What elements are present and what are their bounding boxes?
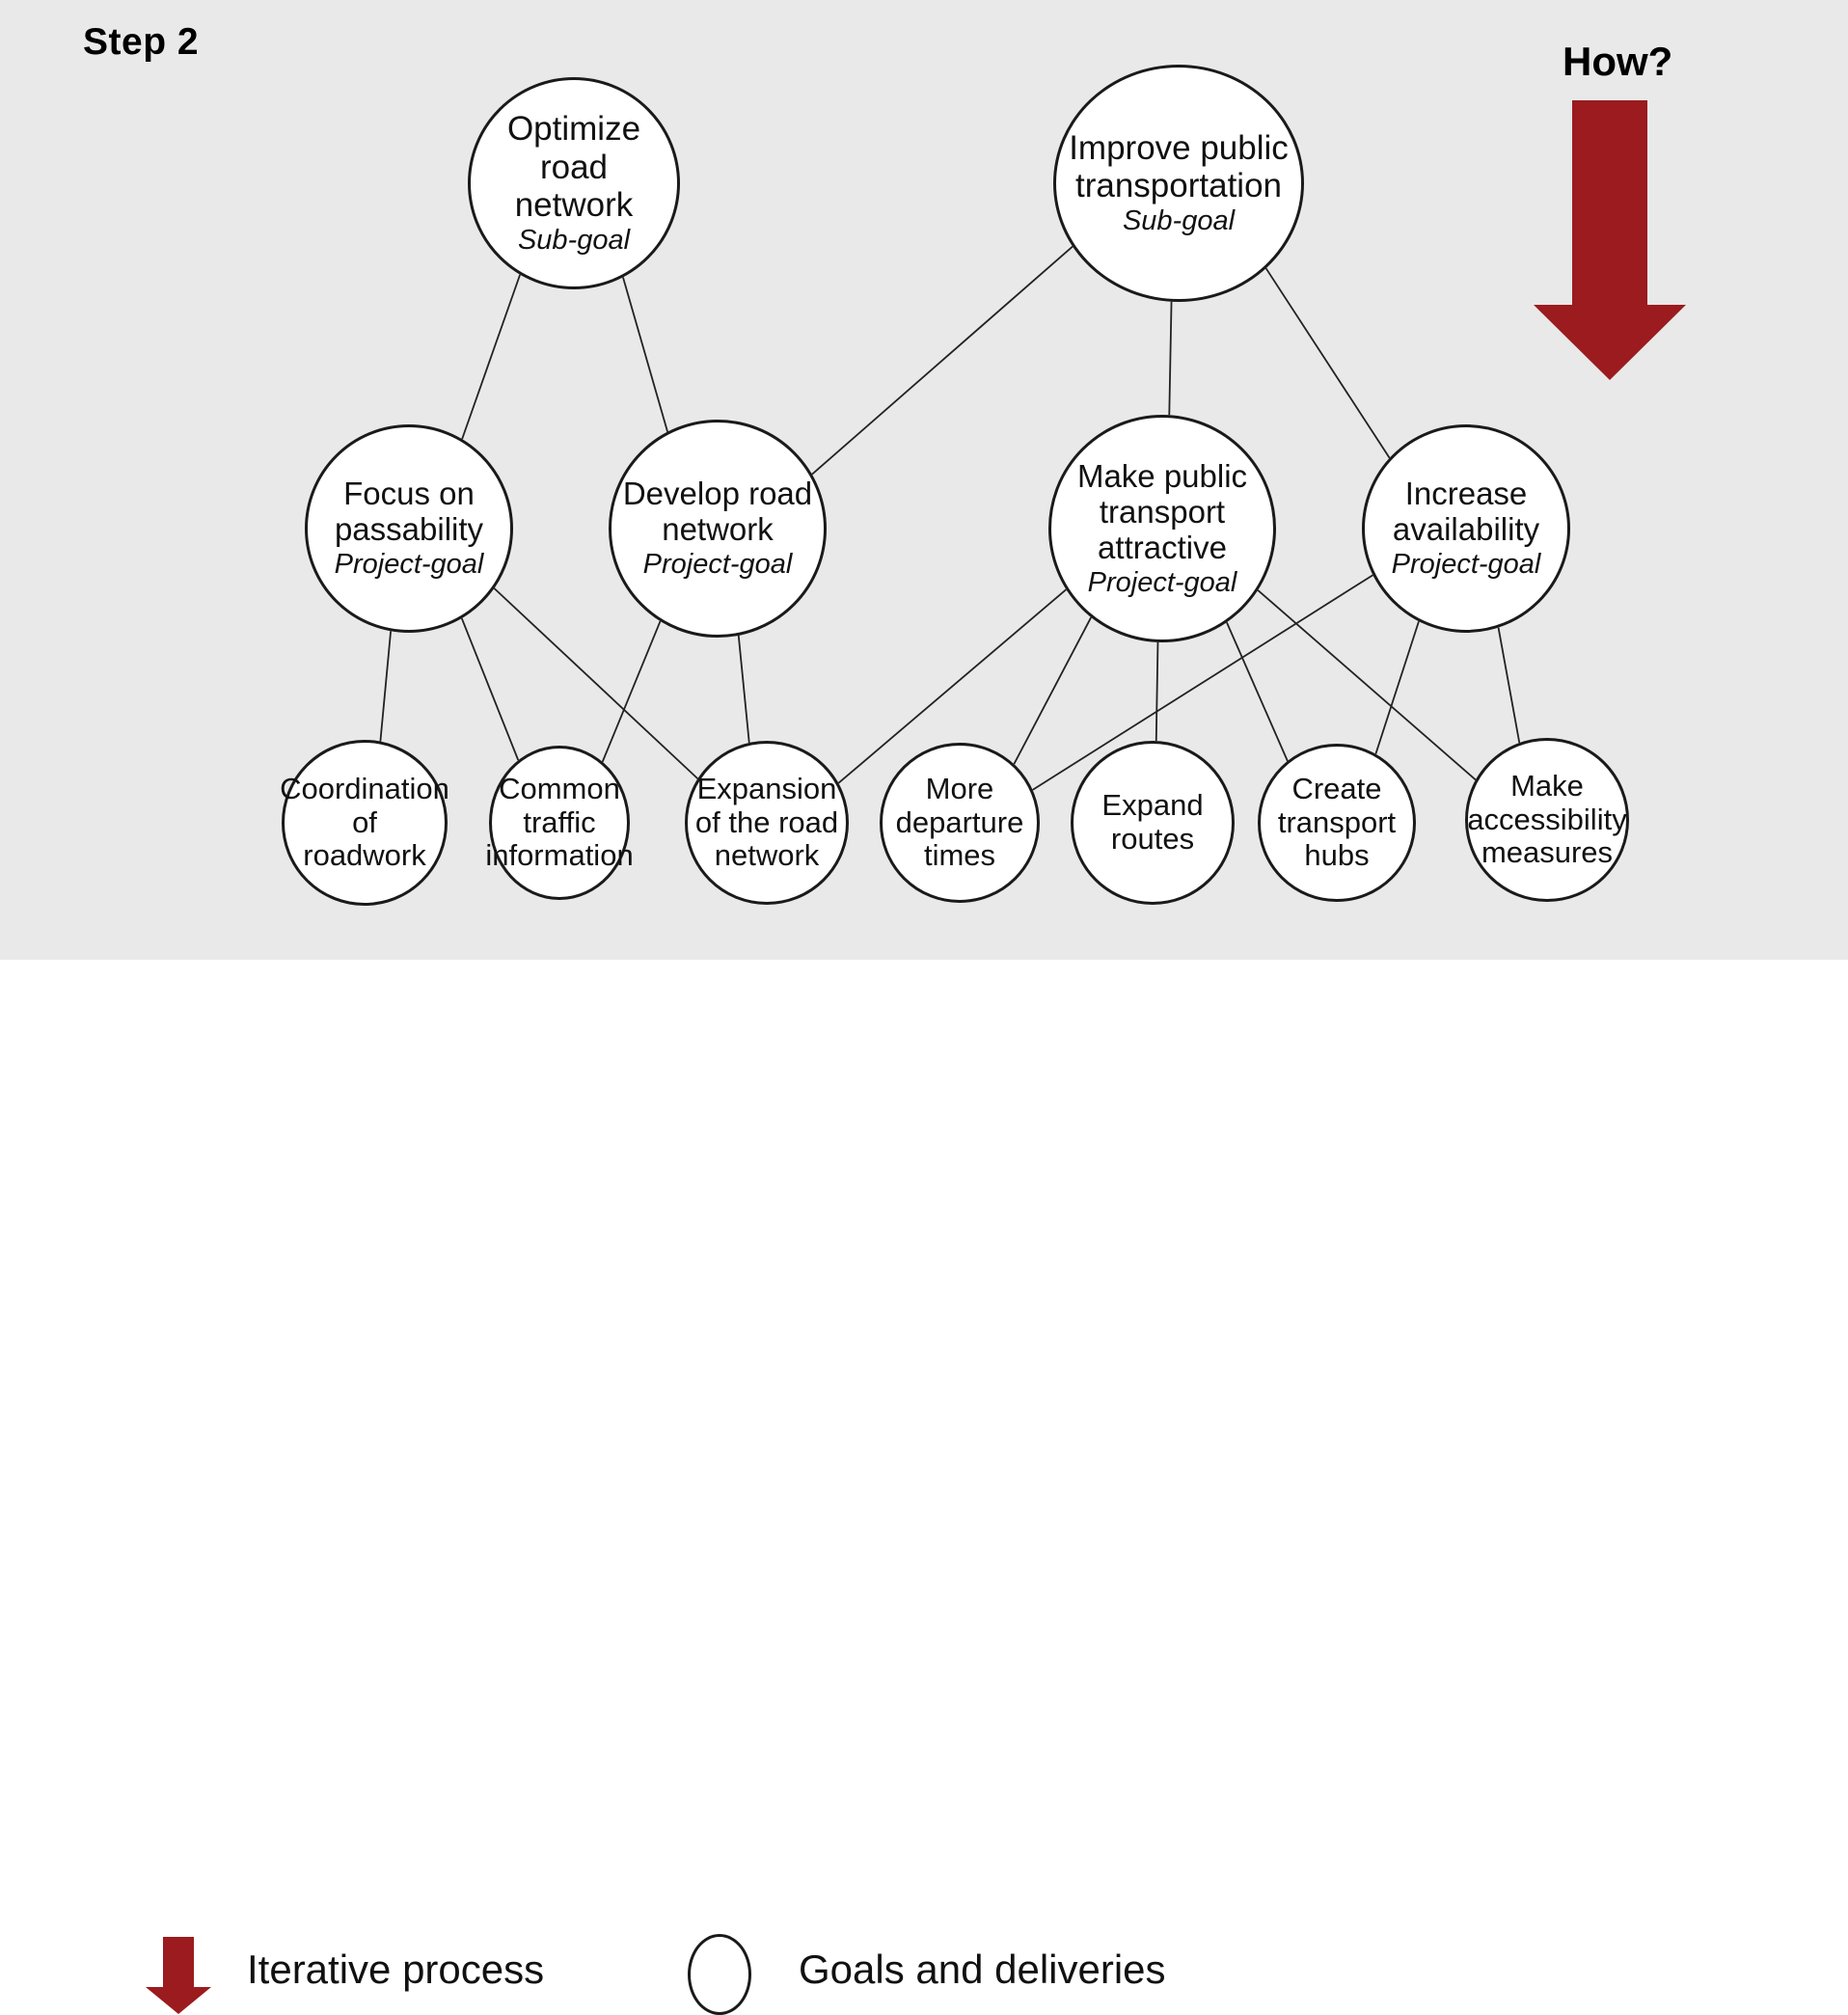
- node-label-line: Improve public: [1069, 129, 1289, 168]
- node-label-line: transportation: [1074, 167, 1283, 205]
- how-label: How?: [1563, 39, 1673, 84]
- page-title: Step 2: [83, 21, 200, 63]
- edge-improve-public-transportation-to-increase-availability: [1264, 267, 1391, 459]
- node-label-line: hubs: [1304, 838, 1370, 873]
- node-label-line: Common: [499, 771, 620, 805]
- edge-develop-road-network-to-common-traffic-information: [601, 620, 662, 763]
- node-label-line: Create: [1291, 771, 1382, 805]
- edge-make-public-transport-attractive-to-more-departure-times: [1013, 616, 1092, 765]
- node-label-line: transport: [1277, 804, 1397, 839]
- node-label-line: passability: [334, 511, 484, 548]
- edge-optimize-road-network-to-develop-road-network: [622, 277, 668, 432]
- node-label-line: Make: [1510, 768, 1584, 803]
- legend: Iterative process Goals and deliveries: [0, 960, 1848, 2015]
- edge-layer: [379, 245, 1521, 791]
- edge-focus-on-passability-to-common-traffic-information: [460, 617, 520, 761]
- node-type-label: Project-goal: [1391, 549, 1541, 581]
- node-label-line: More: [925, 771, 994, 805]
- node-label-line: transport: [1099, 493, 1226, 530]
- node-label-line: Focus on: [343, 476, 475, 512]
- down-arrow-icon: [146, 1937, 211, 2014]
- node-label-line: Coordination: [280, 771, 449, 805]
- node-label-line: Make public: [1076, 457, 1248, 494]
- circle-icon: [688, 1934, 751, 2015]
- node-label-line: network: [514, 185, 634, 224]
- node-label-line: Optimize road: [506, 110, 641, 186]
- edge-make-public-transport-attractive-to-expand-routes: [1155, 641, 1159, 742]
- node-type-label: Project-goal: [642, 549, 793, 581]
- node-label-line: of the road: [694, 804, 839, 839]
- node-type-label: Project-goal: [334, 549, 484, 581]
- edge-focus-on-passability-to-coordination-of-roadwork: [379, 631, 393, 742]
- edge-focus-on-passability-to-expansion-of-the-road-network: [493, 587, 698, 779]
- edge-make-public-transport-attractive-to-make-accessibility-measures: [1257, 589, 1477, 781]
- node-label-line: departure: [895, 804, 1024, 839]
- node-label-line: attractive: [1098, 529, 1227, 565]
- edge-improve-public-transportation-to-make-public-transport-attractive: [1168, 301, 1173, 416]
- node-label-line: measures: [1481, 835, 1614, 870]
- node-label-line: traffic: [523, 804, 596, 839]
- node-label-line: routes: [1110, 822, 1195, 856]
- node-label-line: network: [662, 511, 774, 548]
- node-label-line: Expansion: [696, 771, 837, 805]
- edge-increase-availability-to-create-transport-hubs: [1374, 620, 1420, 754]
- node-type-label: Sub-goal: [517, 225, 631, 257]
- node-label-line: Expand: [1101, 788, 1204, 823]
- edge-optimize-road-network-to-focus-on-passability: [461, 274, 521, 440]
- edge-make-public-transport-attractive-to-create-transport-hubs: [1226, 621, 1289, 762]
- node-type-label: Sub-goal: [1122, 205, 1236, 237]
- edge-improve-public-transportation-to-develop-road-network: [811, 245, 1073, 476]
- node-label-line: information: [485, 838, 634, 873]
- node-label-line: Develop road: [622, 476, 813, 512]
- node-label-line: network: [714, 838, 820, 873]
- edge-develop-road-network-to-expansion-of-the-road-network: [737, 635, 750, 744]
- node-label-line: of roadwork: [303, 804, 426, 873]
- legend-label-iterative-process: Iterative process: [247, 1947, 545, 1992]
- node-label-line: times: [923, 838, 996, 873]
- edge-make-public-transport-attractive-to-expansion-of-the-road-network: [837, 588, 1067, 784]
- node-type-label: Project-goal: [1087, 566, 1237, 598]
- legend-label-goals-and-deliveries: Goals and deliveries: [799, 1947, 1166, 1992]
- edge-increase-availability-to-more-departure-times: [1032, 574, 1373, 791]
- node-label-line: availability: [1392, 511, 1540, 548]
- down-arrow-icon: [1534, 100, 1686, 380]
- edge-increase-availability-to-make-accessibility-measures: [1497, 627, 1521, 744]
- node-label-line: Increase: [1404, 476, 1528, 512]
- node-label-line: accessibility: [1467, 802, 1627, 836]
